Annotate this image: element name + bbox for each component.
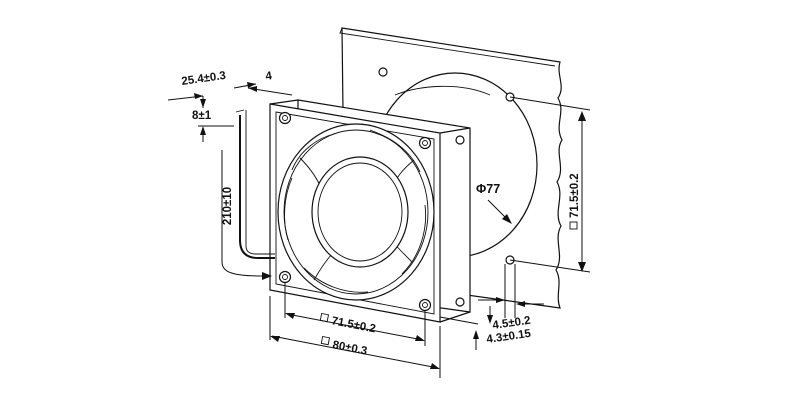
lead-wire — [235, 109, 275, 259]
fan-body — [269, 99, 471, 323]
dim-depth: 25.4±0.3 — [167, 70, 293, 108]
frame-offset-label: 8±1 — [192, 110, 212, 122]
dim-cutout-diameter: Φ77 — [476, 182, 512, 224]
cutout-diameter-label: Φ77 — [476, 182, 500, 196]
depth-label: 25.4±0.3 — [181, 70, 227, 88]
frame-size-label: 80±0.3 — [331, 339, 368, 357]
flange-label: 4 — [265, 70, 274, 83]
hole-spacing-vertical-label: 71.5±0.2 — [569, 173, 581, 218]
hole-spacing-horizontal-label: 71.5±0.2 — [330, 315, 376, 335]
dim-lead-length: 210±10 — [221, 150, 272, 280]
lead-length-label: 210±10 — [222, 187, 234, 225]
dim-flange: 4 — [233, 70, 274, 89]
hole-diameter-panel-label: 4.5±0.2 — [492, 315, 532, 332]
dim-frame-offset: 8±1 — [192, 99, 234, 142]
dim-hole-spacing-vertical: 71.5±0.2 — [509, 96, 591, 273]
